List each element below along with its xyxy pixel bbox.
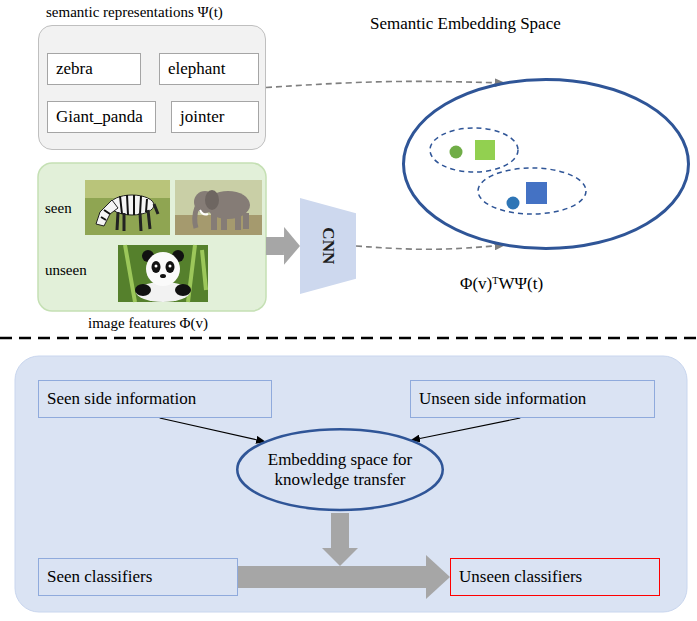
- zebra-photo: [85, 180, 170, 235]
- elephant-photo: [175, 180, 262, 235]
- node-label: Unseen side information: [419, 389, 586, 409]
- class-clusters: [430, 128, 586, 214]
- arrow-connector: [420, 418, 520, 438]
- process-box: Unseen classifiers: [450, 558, 660, 596]
- class-box: jointer: [171, 101, 259, 133]
- node-label: jointer: [180, 107, 224, 127]
- node-label: Giant_panda: [56, 107, 143, 127]
- node-label: CNN: [318, 228, 338, 265]
- node-label: Seen side information: [47, 389, 196, 409]
- node-label: elephant: [168, 59, 226, 79]
- process-box: Seen classifiers: [38, 558, 238, 596]
- process-box: Seen side information: [38, 380, 272, 418]
- cnn-trapezoid: [300, 198, 356, 294]
- image-panel: [38, 163, 266, 311]
- node-heading: Φ(v)ᵀWΨ(t): [460, 274, 543, 294]
- embedding-ellipse: Semantic Embedding SpaceΦ(v)ᵀWΨ(t): [402, 78, 690, 250]
- block-arrow: [266, 237, 284, 255]
- node-label: Embedding space for knowledge transfer: [257, 450, 422, 489]
- ellipse-outline: [237, 430, 443, 511]
- process-box: Unseen side information: [410, 380, 655, 418]
- class-box: elephant: [159, 53, 259, 85]
- node-heading: image features Φ(v): [88, 315, 208, 332]
- node-label: Seen classifiers: [47, 567, 152, 587]
- panda-photo: [118, 245, 208, 302]
- class-box: zebra: [47, 53, 141, 85]
- bottom-panel: [15, 356, 687, 612]
- cnn-block: CNN: [300, 198, 356, 294]
- class-box: Giant_panda: [47, 101, 156, 133]
- arrow-connector: [266, 81, 495, 87]
- node-heading: unseen: [45, 262, 87, 279]
- node-heading: seen: [45, 200, 72, 217]
- divider-line: [0, 337, 697, 340]
- image-group: seenunseenimage features Φ(v): [38, 163, 266, 311]
- node-heading: semantic representations Ψ(t): [46, 4, 223, 21]
- ellipse-outline: [402, 78, 690, 250]
- embedding-ellipse: Embedding space for knowledge transfer: [236, 428, 444, 511]
- block-arrow: [238, 566, 426, 588]
- node-label: zebra: [56, 59, 93, 79]
- node-label: Unseen classifiers: [459, 567, 582, 587]
- arrow-connector: [160, 418, 257, 440]
- ellipse-outline: [404, 80, 689, 249]
- down-arrow: [322, 513, 358, 566]
- arrow-connector: [356, 246, 495, 249]
- node-heading: Semantic Embedding Space: [370, 14, 561, 34]
- group-box: semantic representations Ψ(t)zebraelepha…: [38, 25, 266, 150]
